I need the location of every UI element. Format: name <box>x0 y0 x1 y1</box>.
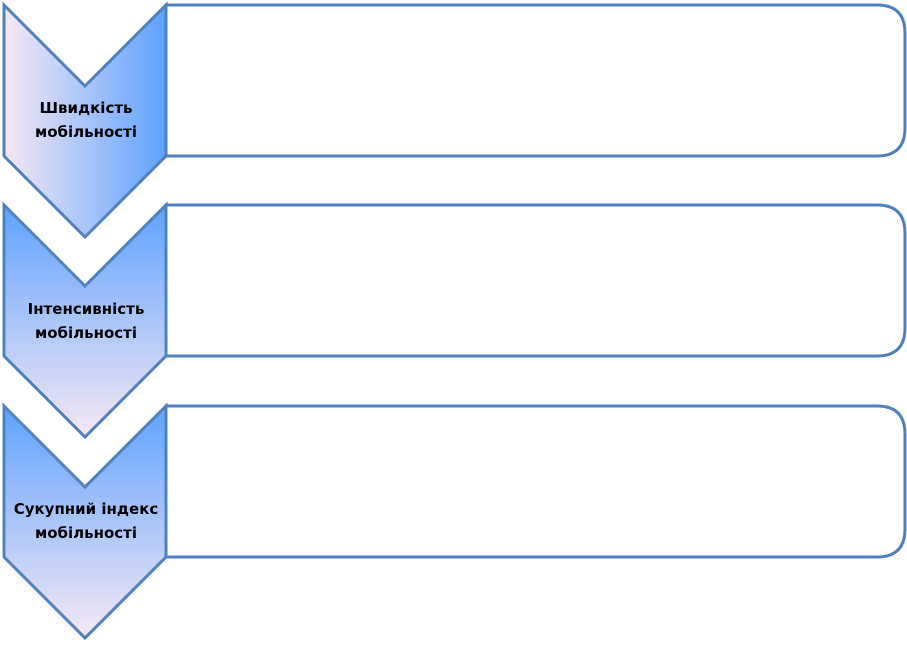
step-3-label-line1: Сукупний індекс <box>13 500 159 518</box>
step-2 <box>2 201 907 440</box>
step-2-label: Інтенсивність мобільності <box>2 297 170 345</box>
step-3-chevron <box>2 402 168 641</box>
step-3 <box>2 402 907 641</box>
step-1-label: Швидкість мобільності <box>2 96 170 144</box>
step-3-panel <box>164 404 907 559</box>
step-2-chevron <box>2 201 168 440</box>
step-1-label-line2: мобільності <box>34 123 138 141</box>
step-2-panel <box>164 203 907 358</box>
step-3-label-line2: мобільності <box>34 524 138 542</box>
step-1-label-line1: Швидкість <box>39 99 133 117</box>
step-2-label-line1: Інтенсивність <box>27 300 145 318</box>
step-1 <box>2 1 907 240</box>
step-2-label-line2: мобільності <box>34 324 138 342</box>
step-1-panel <box>164 3 907 158</box>
step-3-label: Сукупний індекс мобільності <box>2 497 170 545</box>
step-1-chevron <box>2 1 168 240</box>
